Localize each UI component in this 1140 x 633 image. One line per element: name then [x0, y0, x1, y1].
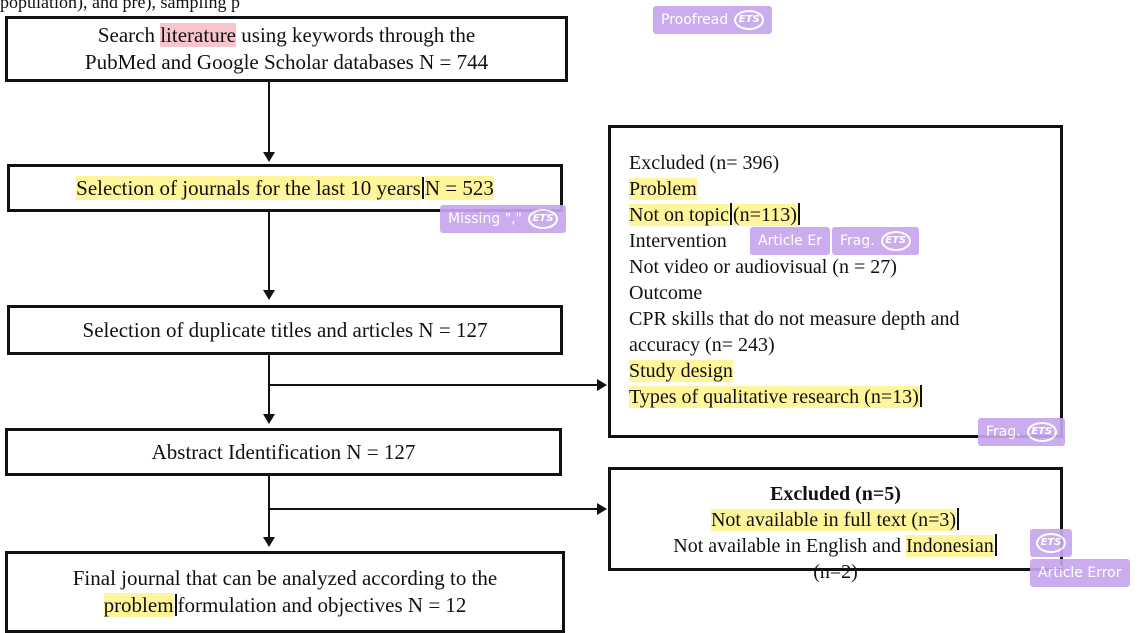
excluded1-qualitative: Types of qualitative research (n=13): [629, 386, 919, 408]
article-error-tag-2[interactable]: Article Error: [1030, 559, 1130, 587]
ets-icon: ETS: [734, 10, 765, 30]
connector-4: [268, 476, 270, 538]
excluded1-cpr: CPR skills that do not measure depth and: [629, 308, 960, 330]
arrow-3: [263, 414, 275, 424]
ets-tag[interactable]: ETS: [1030, 529, 1072, 557]
excluded1-outcome: Outcome: [629, 282, 703, 304]
missing-comma-label: Missing ",": [448, 211, 522, 227]
final-post: formulation and objectives N = 12: [177, 593, 467, 617]
frag-label-1: Frag.: [840, 233, 875, 249]
frag-tag-1[interactable]: Frag. ETS: [832, 227, 919, 255]
excluded1-study-design: Study design: [629, 360, 733, 382]
ets-icon: ETS: [1036, 533, 1066, 553]
selection-years-pre: Selection of journals for the last 10: [76, 175, 377, 200]
connector-2: [268, 212, 270, 292]
abstract-text: Abstract Identification N = 127: [151, 439, 416, 464]
top-text-fragment: population), and pre), sampling p: [0, 0, 240, 12]
excluded2-title: Excluded (n=5): [770, 483, 901, 505]
excluded1-title: Excluded (n= 396): [629, 152, 780, 174]
ets-icon: ETS: [528, 209, 558, 229]
proofread-tag[interactable]: Proofread ETS: [653, 6, 773, 34]
selection-years-box: Selection of journals for the last 10 ye…: [7, 164, 563, 212]
final-line1: Final journal that can be analyzed accor…: [72, 566, 498, 590]
frag-tag-2[interactable]: Frag. ETS: [978, 418, 1065, 446]
final-box: Final journal that can be analyzed accor…: [5, 551, 565, 633]
excluded1-accuracy: accuracy (n= 243): [629, 334, 775, 356]
search-text-pre: Search: [97, 23, 161, 47]
proofread-label: Proofread: [661, 12, 729, 28]
branch-line-1: [268, 384, 598, 386]
search-highlight: literature: [160, 23, 237, 47]
cursor-mark: [994, 534, 997, 556]
selection-years-highlight: years: [376, 175, 421, 200]
cursor-mark: [919, 385, 922, 407]
arrow-right-2: [597, 503, 607, 515]
excluded1-intervention: Intervention: [629, 230, 727, 252]
search-text-post: using keywords through the: [236, 23, 476, 47]
excluded1-not-video: Not video or audiovisual (n = 27): [629, 256, 897, 278]
excluded1-problem: Problem: [629, 178, 697, 200]
connector-1: [268, 82, 270, 154]
ets-icon: ETS: [1026, 422, 1057, 442]
cursor-mark: [957, 508, 960, 530]
excluded2-indonesian: Indonesian: [905, 535, 994, 557]
cursor-mark: [730, 203, 732, 225]
search-text-line2: PubMed and Google Scholar databases N = …: [84, 50, 489, 74]
duplicates-box: Selection of duplicate titles and articl…: [7, 305, 563, 355]
excluded2-full-text: Not available in full text (n=3): [710, 509, 957, 531]
duplicates-text: Selection of duplicate titles and articl…: [82, 317, 488, 342]
excluded1-not-on-topic: Not on topic: [629, 204, 729, 226]
arrow-right-1: [597, 379, 607, 391]
article-error-label-2: Article Error: [1038, 565, 1122, 581]
ets-icon: ETS: [880, 231, 911, 251]
missing-comma-tag[interactable]: Missing "," ETS: [440, 205, 566, 233]
excluded-box-1: Excluded (n= 396) Problem Not on topic(n…: [608, 125, 1063, 438]
cursor-mark: [174, 594, 177, 616]
excluded2-count: (n=2): [813, 561, 858, 583]
article-error-tag-1[interactable]: Article Er: [750, 227, 830, 255]
final-highlight: problem: [103, 593, 174, 617]
abstract-box: Abstract Identification N = 127: [5, 428, 562, 476]
frag-label-2: Frag.: [986, 424, 1021, 440]
branch-line-2: [268, 508, 598, 510]
excluded2-english-pre: Not available in English and: [673, 535, 906, 557]
excluded1-not-on-topic-count: (n=113): [733, 204, 797, 226]
arrow-2: [263, 290, 275, 300]
search-box: Search literature using keywords through…: [5, 16, 568, 82]
cursor-mark: [421, 176, 424, 199]
article-error-label-1: Article Er: [758, 233, 822, 249]
selection-years-post: N = 523: [424, 175, 494, 200]
excluded-box-2: Excluded (n=5) Not available in full tex…: [608, 467, 1063, 583]
arrow-4: [263, 537, 275, 547]
arrow-1: [263, 152, 275, 162]
cursor-mark: [797, 203, 800, 225]
